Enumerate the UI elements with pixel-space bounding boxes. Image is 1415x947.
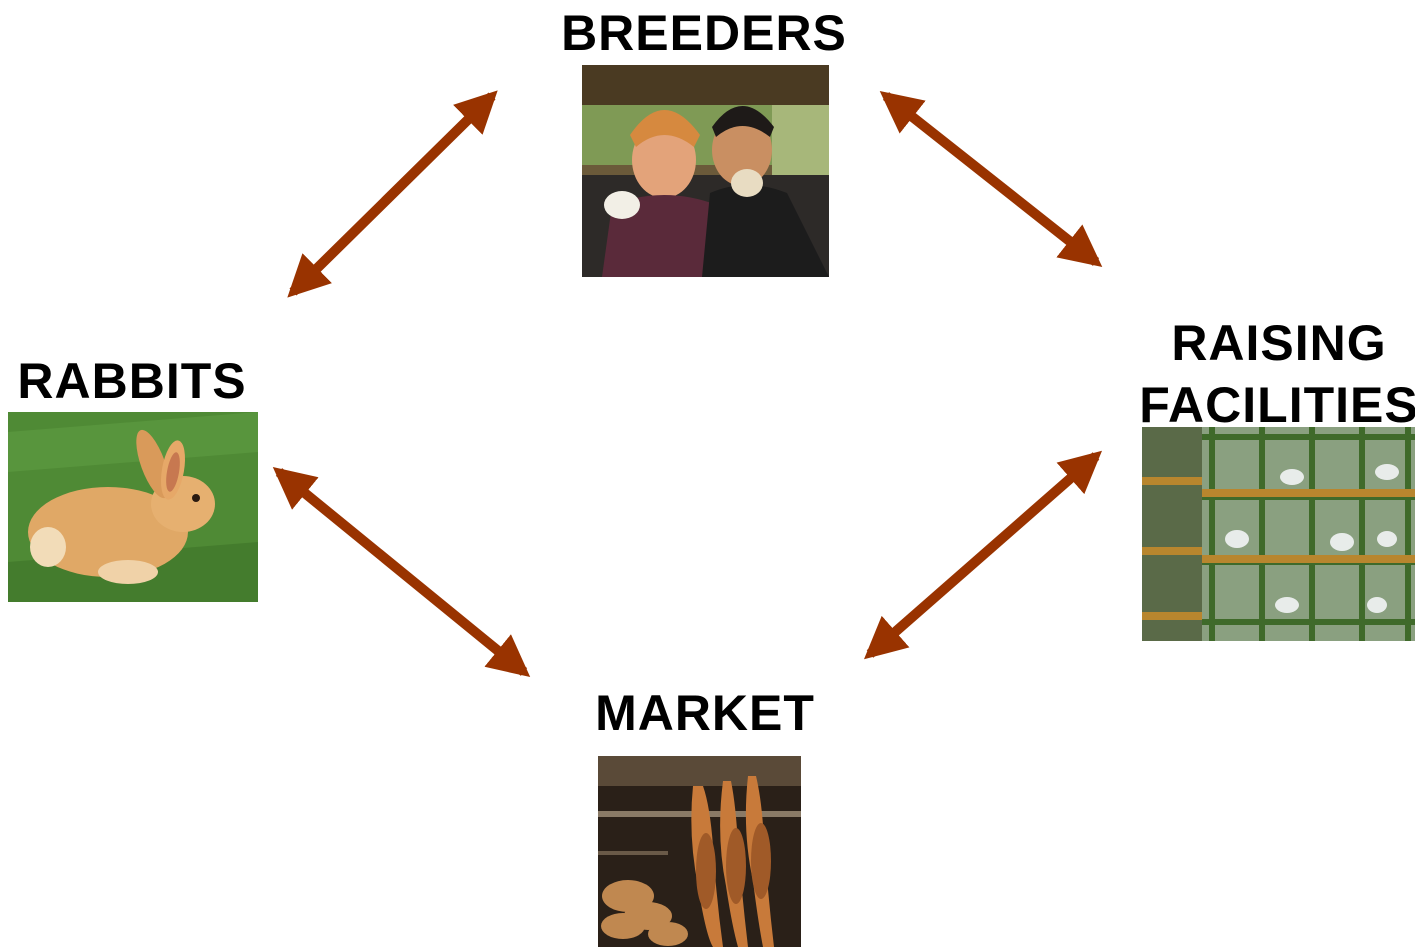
arrow-breeders-raising bbox=[879, 91, 1103, 267]
raising-label-line1: RAISING bbox=[1171, 315, 1387, 371]
arrow-rabbits-breeders bbox=[287, 90, 498, 298]
breeders-photo bbox=[582, 65, 829, 277]
market-label: MARKET bbox=[595, 685, 815, 741]
raising-facilities-photo bbox=[1142, 427, 1415, 641]
market-photo bbox=[598, 756, 801, 947]
breeders-label: BREEDERS bbox=[561, 5, 847, 61]
arrow-market-rabbits bbox=[272, 466, 531, 678]
rabbits-photo bbox=[8, 412, 258, 602]
raising-facilities-label: RAISING FACILITIES bbox=[1134, 312, 1415, 436]
raising-label-line2: FACILITIES bbox=[1139, 377, 1415, 433]
rabbits-label: RABBITS bbox=[17, 353, 247, 409]
arrow-raising-market bbox=[863, 450, 1103, 660]
